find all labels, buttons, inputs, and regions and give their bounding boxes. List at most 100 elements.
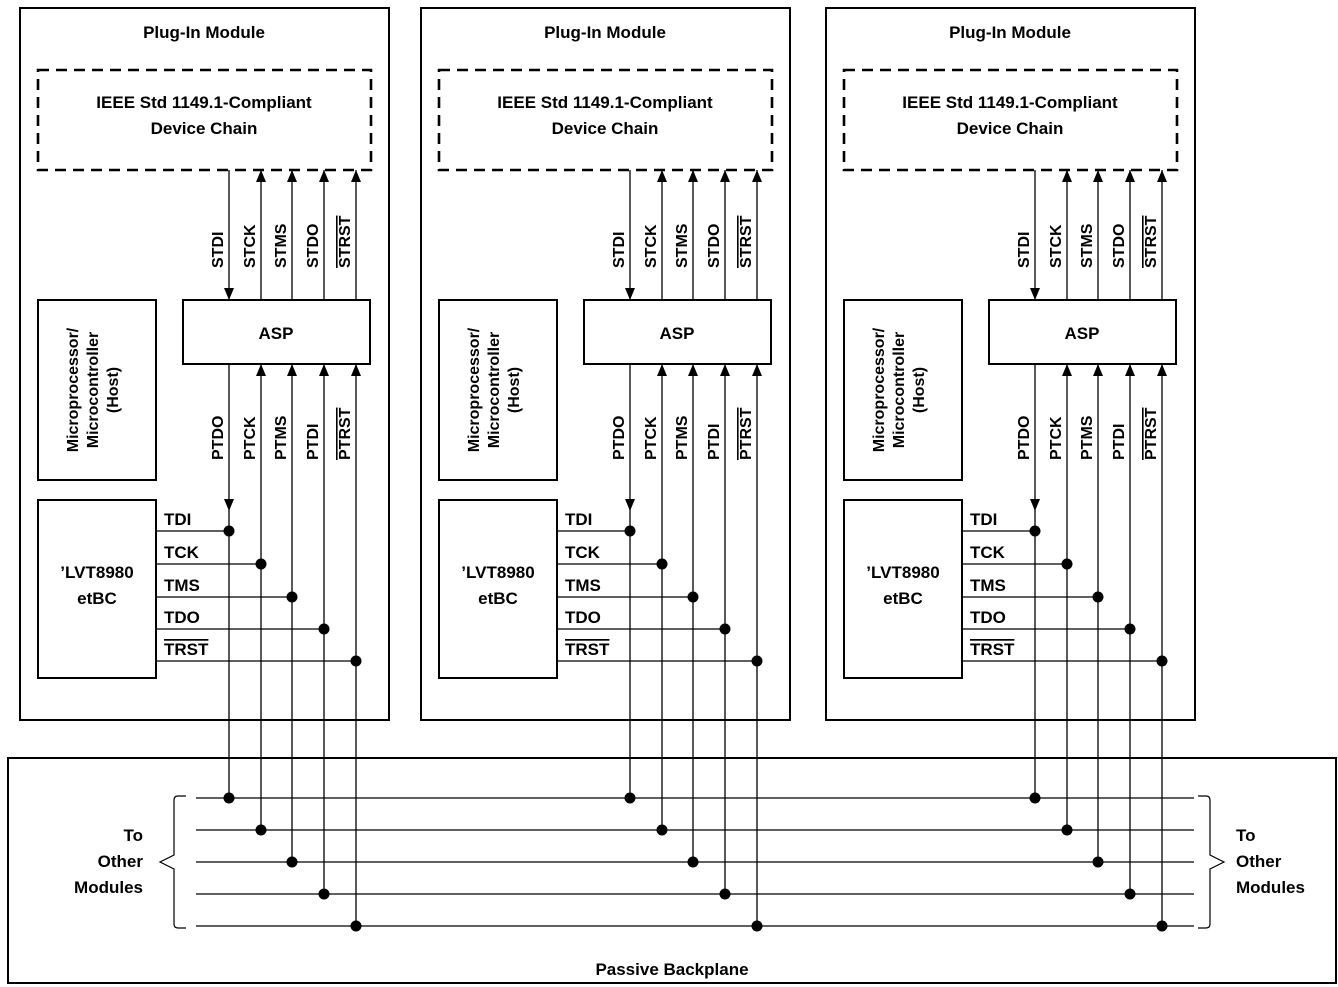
etbc-junction-dot	[255, 558, 267, 570]
arrow-down-ptdo	[625, 499, 635, 511]
arrow-up-ptck	[1062, 364, 1072, 376]
device-chain-label-line1: IEEE Std 1149.1-Compliant	[96, 93, 312, 112]
etbc-junction-dot	[656, 558, 668, 570]
svg-text:Microprocessor/: Microprocessor/	[65, 327, 82, 452]
arrow-up-stdo	[319, 170, 329, 182]
etbc-signal-tdo: TDO	[164, 608, 200, 627]
left-brace	[158, 795, 186, 929]
bus-junction-dot	[656, 824, 668, 836]
bus-junction-dot	[624, 792, 636, 804]
device-chain-box	[437, 68, 774, 172]
signal-label-ptrst: PTRST	[1143, 407, 1160, 460]
etbc-junction-dot	[318, 623, 330, 635]
etbc-junction-dot	[1124, 623, 1136, 635]
etbc-signal-tdo: TDO	[565, 608, 601, 627]
signal-label-strst: STRST	[1143, 215, 1160, 268]
arrow-up-ptrst	[752, 364, 762, 376]
arrow-up-stms	[287, 170, 297, 182]
etbc-signal-tdi: TDI	[565, 510, 592, 529]
arrow-up-stdo	[720, 170, 730, 182]
signal-label-ptms: PTMS	[674, 415, 691, 460]
etbc-junction-dot	[751, 655, 763, 667]
etbc-box	[843, 499, 963, 679]
bus-junction-dot	[687, 856, 699, 868]
signal-label-ptck: PTCK	[1048, 416, 1065, 460]
signal-label-ptms: PTMS	[273, 415, 290, 460]
bus-junction-dot	[350, 920, 362, 932]
host-box	[37, 299, 157, 481]
arrow-down-stdi	[1030, 288, 1040, 300]
etbc-signal-tdi: TDI	[970, 510, 997, 529]
etbc-signal-trst: TRST	[164, 640, 209, 659]
etbc-label-line1: ’LVT8980	[866, 563, 939, 582]
svg-text:Modules: Modules	[1236, 878, 1305, 897]
arrow-up-strst	[752, 170, 762, 182]
asp-box	[583, 299, 772, 365]
arrow-up-ptdi	[1125, 364, 1135, 376]
etbc-signal-tck: TCK	[565, 543, 601, 562]
etbc-signal-trst: TRST	[565, 640, 610, 659]
bus-junction-dot	[286, 856, 298, 868]
right-to-other-modules-label: To Other Modules	[1236, 826, 1305, 897]
arrow-up-ptck	[256, 364, 266, 376]
etbc-signal-tms: TMS	[565, 576, 601, 595]
etbc-signal-tck: TCK	[970, 543, 1006, 562]
signal-label-ptdo: PTDO	[210, 416, 227, 460]
arrow-up-stms	[1093, 170, 1103, 182]
bus-junction-dot	[751, 920, 763, 932]
etbc-junction-dot	[1156, 655, 1168, 667]
etbc-junction-dot	[286, 591, 298, 603]
backplane-label: Passive Backplane	[595, 960, 748, 979]
etbc-signal-tms: TMS	[164, 576, 200, 595]
arrow-down-stdi	[224, 288, 234, 300]
signal-label-ptdo: PTDO	[611, 416, 628, 460]
etbc-signal-tdo: TDO	[970, 608, 1006, 627]
asp-box	[182, 299, 371, 365]
etbc-label-line2: etBC	[77, 589, 117, 608]
device-chain-label-line2: Device Chain	[552, 119, 659, 138]
etbc-label-line1: ’LVT8980	[60, 563, 133, 582]
etbc-junction-dot	[719, 623, 731, 635]
signal-label-ptdo: PTDO	[1016, 416, 1033, 460]
signal-label-ptck: PTCK	[242, 416, 259, 460]
signal-label-ptrst: PTRST	[738, 407, 755, 460]
etbc-junction-dot	[1092, 591, 1104, 603]
signal-label-stdi: STDI	[611, 232, 628, 268]
module-title: Plug-In Module	[544, 23, 666, 42]
signal-label-stms: STMS	[273, 223, 290, 268]
module-title: Plug-In Module	[143, 23, 265, 42]
signal-label-ptdi: PTDI	[1111, 424, 1128, 460]
svg-text:Modules: Modules	[74, 878, 143, 897]
etbc-signal-tdi: TDI	[164, 510, 191, 529]
svg-text:Microcontroller: Microcontroller	[486, 332, 503, 448]
bus-junction-dot	[255, 824, 267, 836]
plug-in-module-1: Plug-In Module IEEE Std 1149.1-Compliant…	[19, 7, 390, 932]
arrow-up-ptdi	[319, 364, 329, 376]
etbc-signal-trst: TRST	[970, 640, 1015, 659]
arrow-up-stck	[256, 170, 266, 182]
etbc-box	[438, 499, 558, 679]
etbc-junction-dot	[350, 655, 362, 667]
arrow-down-ptdo	[224, 499, 234, 511]
arrow-down-stdi	[625, 288, 635, 300]
host-label: Microprocessor/ Microcontroller (Host)	[466, 327, 523, 452]
etbc-junction-dot	[1029, 525, 1041, 537]
plug-in-module-3: Plug-In Module IEEE Std 1149.1-Compliant…	[825, 7, 1196, 932]
signal-label-strst: STRST	[337, 215, 354, 268]
left-to-other-modules-label: To Other Modules	[74, 826, 143, 897]
etbc-box	[37, 499, 157, 679]
svg-text:Other: Other	[1236, 852, 1282, 871]
svg-text:To: To	[123, 826, 143, 845]
right-brace	[1198, 795, 1226, 929]
bus-junction-dot	[1092, 856, 1104, 868]
signal-label-stck: STCK	[1048, 224, 1065, 268]
device-chain-label-line2: Device Chain	[957, 119, 1064, 138]
svg-text:Microcontroller: Microcontroller	[891, 332, 908, 448]
signal-label-stms: STMS	[1079, 223, 1096, 268]
svg-text:Other: Other	[98, 852, 144, 871]
etbc-junction-dot	[624, 525, 636, 537]
device-chain-box	[842, 68, 1179, 172]
